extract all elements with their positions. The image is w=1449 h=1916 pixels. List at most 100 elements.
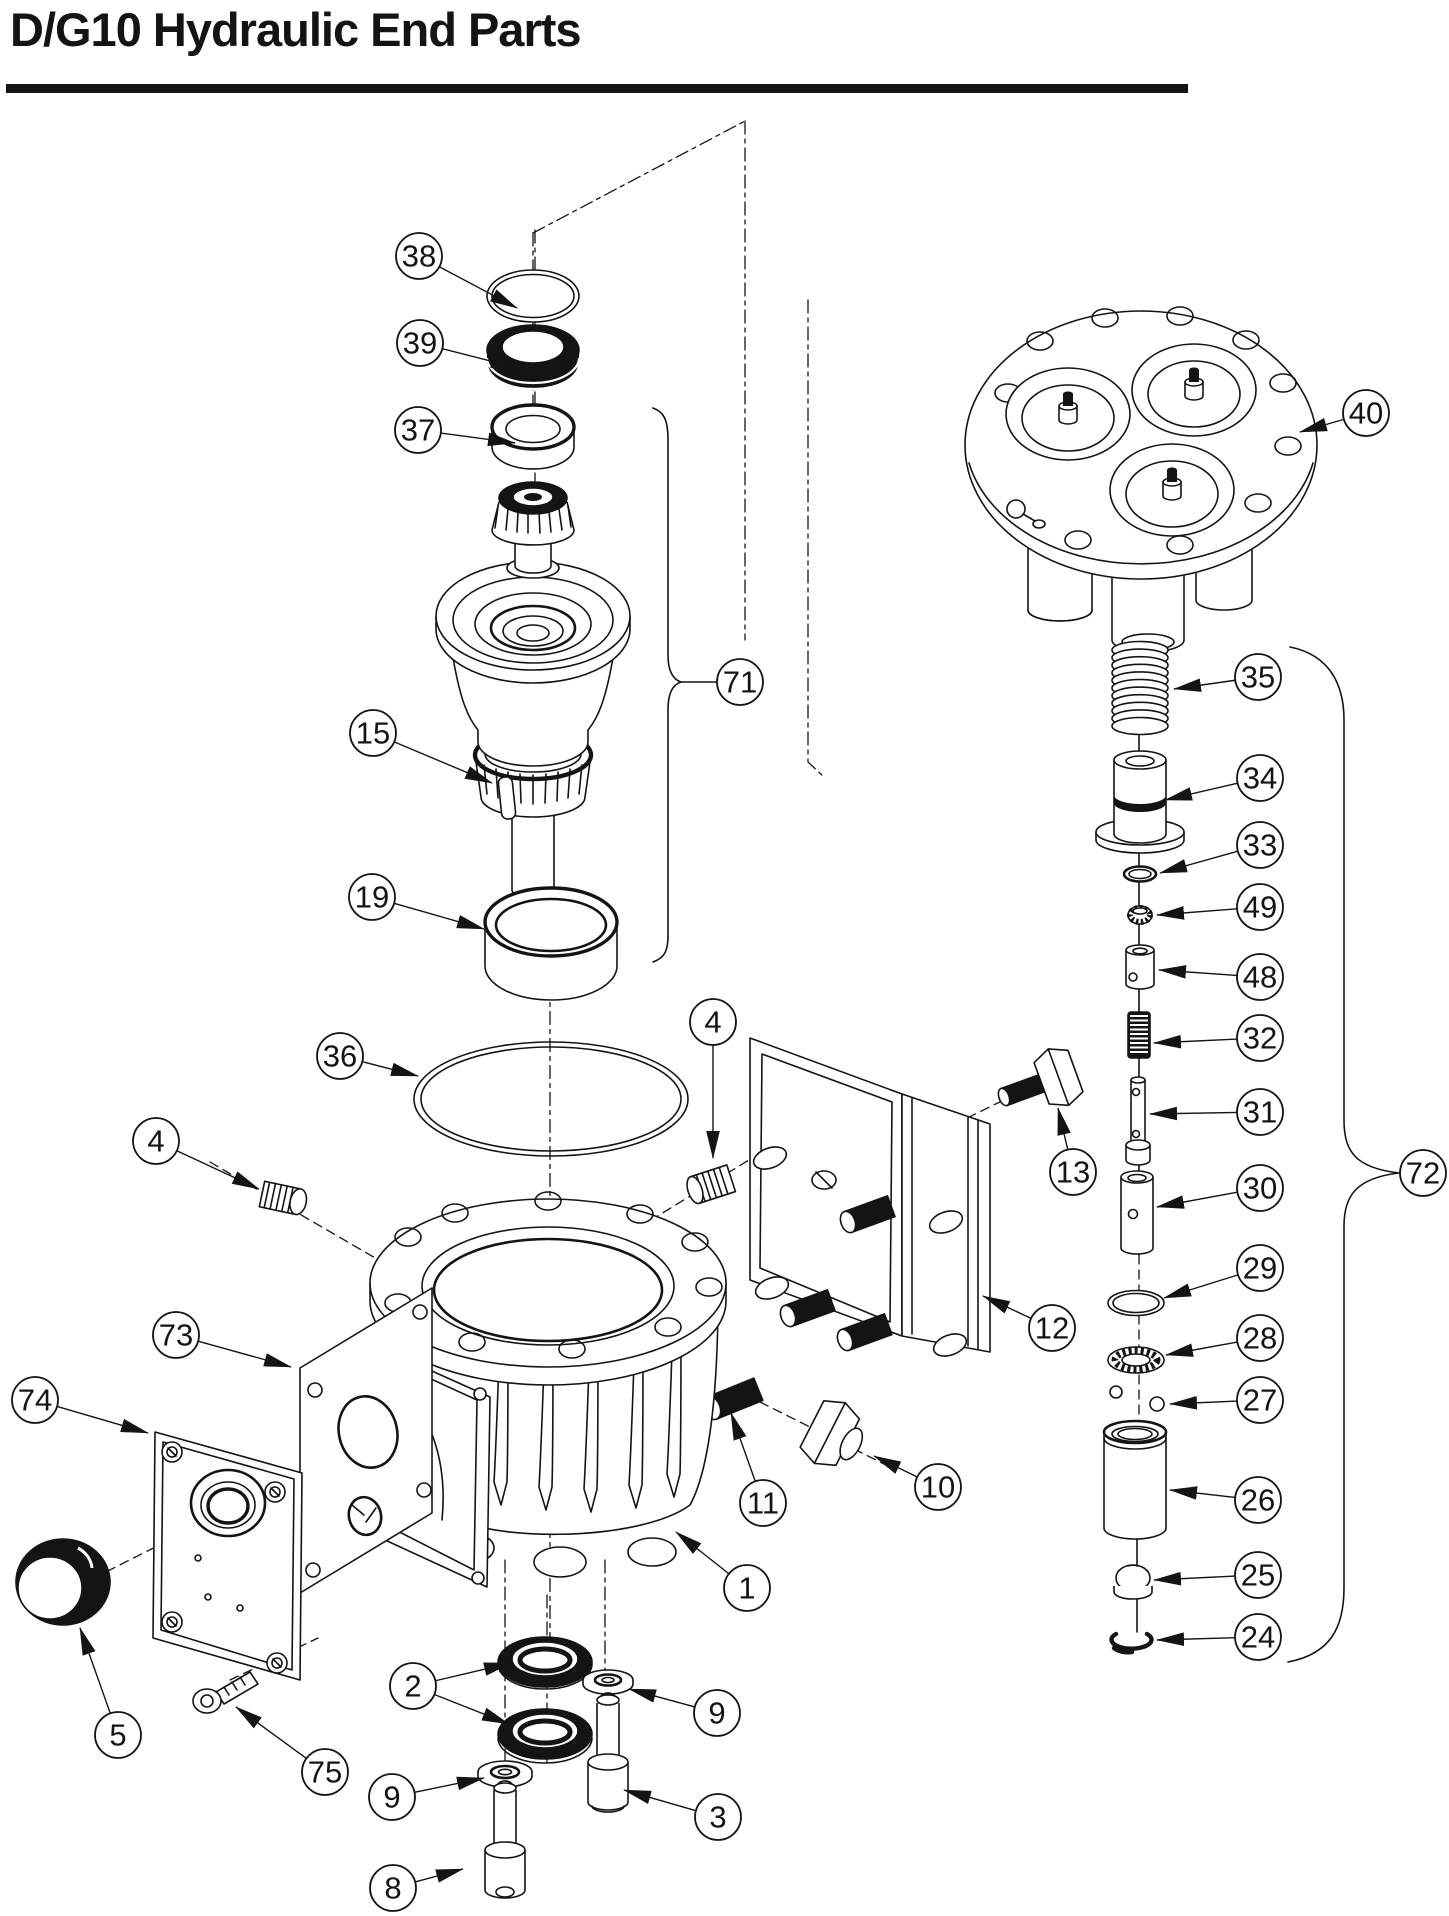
part-bolt-8 xyxy=(484,1780,526,1899)
callout-number: 33 xyxy=(1243,828,1277,863)
callout-balloon xyxy=(1234,653,1282,701)
callout-74: 74 xyxy=(11,1376,149,1434)
part-sleeve-48 xyxy=(1125,944,1155,990)
callout-48: 48 xyxy=(1158,953,1284,1001)
leader-line xyxy=(1156,1632,1236,1646)
leader-line xyxy=(1057,1107,1071,1150)
callout-balloon xyxy=(1236,754,1284,802)
callout-number: 71 xyxy=(723,665,757,700)
callout-number: 37 xyxy=(401,413,435,448)
callout-balloon xyxy=(1236,821,1284,869)
part-cap-5 xyxy=(15,1538,111,1626)
callout-number: 74 xyxy=(18,1383,52,1418)
callout-balloon xyxy=(1234,1551,1282,1599)
leader-line xyxy=(623,1789,697,1812)
callout-73: 73 xyxy=(152,1311,292,1368)
callout-balloon xyxy=(1399,1149,1447,1197)
part-sleeve-30 xyxy=(1120,1170,1154,1255)
part-screw-75 xyxy=(192,1671,259,1714)
part-retaining-ring-38 xyxy=(486,269,580,323)
part-balls-27 xyxy=(1109,1385,1165,1412)
part-bracket-12 xyxy=(749,1037,991,1362)
part-plunger-34 xyxy=(1095,750,1185,854)
callout-4: 4 xyxy=(689,998,737,1159)
leader-line xyxy=(1156,906,1238,920)
brace-72 xyxy=(1287,646,1400,1663)
callout-balloon xyxy=(716,658,764,706)
part-shaft-assembly-71 xyxy=(435,481,631,899)
callout-balloon xyxy=(94,1711,142,1759)
leader-line xyxy=(1158,965,1238,979)
callout-balloon xyxy=(368,1773,416,1821)
callout-30: 30 xyxy=(1156,1164,1284,1212)
callout-balloon xyxy=(301,1748,349,1796)
part-manifold-plate-40 xyxy=(964,306,1318,653)
callout-balloon xyxy=(1342,389,1390,437)
leader-line xyxy=(1164,782,1238,801)
part-plug-4-right xyxy=(686,1164,737,1205)
leader-line xyxy=(1173,678,1236,692)
callout-32: 32 xyxy=(1153,1014,1284,1062)
callout-3: 3 xyxy=(623,1789,742,1841)
callout-balloon xyxy=(689,998,737,1046)
leader-line xyxy=(1153,1571,1236,1586)
callout-balloon xyxy=(1236,1376,1284,1424)
callout-37: 37 xyxy=(394,406,516,454)
callout-number: 9 xyxy=(383,1780,400,1815)
callout-31: 31 xyxy=(1149,1088,1284,1136)
leader-line xyxy=(1156,1191,1238,1209)
callout-10: 10 xyxy=(873,1455,962,1511)
callout-number: 24 xyxy=(1241,1620,1275,1655)
callout-15: 15 xyxy=(349,709,493,784)
leader-line xyxy=(982,1295,1032,1319)
callout-4: 4 xyxy=(132,1117,260,1190)
leader-line xyxy=(414,1776,485,1794)
part-spring-35 xyxy=(1111,640,1169,736)
callout-9: 9 xyxy=(628,1688,741,1737)
part-gasket-73 xyxy=(299,1287,433,1594)
callout-balloon xyxy=(132,1117,180,1165)
part-bearing-cup-37 xyxy=(490,403,576,470)
callout-balloon xyxy=(396,319,444,367)
callout-balloon xyxy=(389,1662,437,1710)
callout-balloon xyxy=(316,1032,364,1080)
part-snap-ring-24 xyxy=(1109,1631,1154,1655)
brace-71 xyxy=(652,407,682,963)
leader-line xyxy=(393,902,485,930)
callout-balloon xyxy=(693,1689,741,1737)
callout-number: 36 xyxy=(323,1039,357,1074)
callout-balloon xyxy=(1236,1014,1284,1062)
callout-balloon xyxy=(1236,883,1284,931)
callout-27: 27 xyxy=(1169,1376,1284,1424)
part-washer-9-right xyxy=(582,1669,634,1695)
leader-line xyxy=(440,432,516,447)
callout-5: 5 xyxy=(79,1627,142,1759)
part-backup-ring-28 xyxy=(1107,1346,1165,1374)
leader-line xyxy=(56,1405,149,1434)
callout-28: 28 xyxy=(1165,1314,1284,1362)
callout-balloon xyxy=(395,232,443,280)
part-plug-4-left xyxy=(258,1180,308,1216)
callout-34: 34 xyxy=(1164,754,1284,802)
leader-line xyxy=(235,1706,307,1760)
leader-line xyxy=(873,1455,918,1478)
callout-number: 30 xyxy=(1243,1171,1277,1206)
part-seal-39 xyxy=(485,324,581,391)
callout-number: 4 xyxy=(147,1124,164,1159)
callout-33: 33 xyxy=(1159,821,1284,874)
callout-25: 25 xyxy=(1153,1551,1282,1599)
callout-balloon xyxy=(369,1864,417,1912)
callout-38: 38 xyxy=(395,232,518,309)
leader-line xyxy=(442,348,519,369)
callout-number: 27 xyxy=(1243,1383,1277,1418)
part-o-ring-33 xyxy=(1122,865,1158,883)
callout-29: 29 xyxy=(1163,1244,1284,1299)
callout-26: 26 xyxy=(1169,1476,1282,1524)
leader-line xyxy=(1165,1341,1238,1357)
callout-balloon xyxy=(1236,1088,1284,1136)
callout-balloon xyxy=(1236,1314,1284,1362)
callout-number: 4 xyxy=(704,1005,721,1040)
part-cylinder-26 xyxy=(1102,1419,1168,1540)
callout-balloon xyxy=(11,1376,59,1424)
